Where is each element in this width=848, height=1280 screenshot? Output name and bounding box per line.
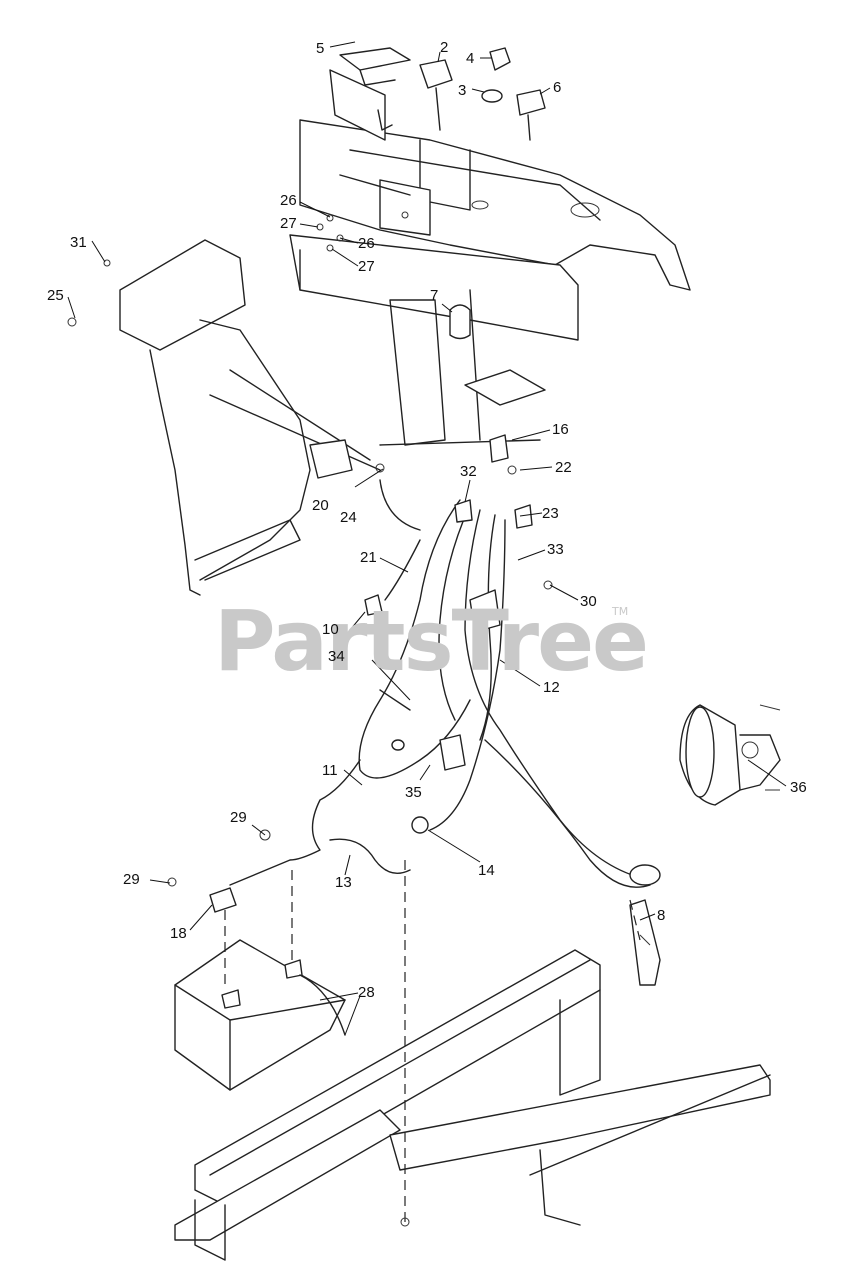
callout-27: 27 [280,215,297,232]
drawing [67,41,787,1261]
callout-32: 32 [460,463,477,480]
callout-8: 8 [657,907,665,924]
callout-29: 29 [230,809,247,826]
callouts: 5 2 4 3 6 26 27 26 27 31 25 7 16 32 22 2… [47,39,807,1001]
callout-23: 23 [542,505,559,522]
callout-5: 5 [316,40,324,57]
callout-20: 20 [312,497,329,514]
callout-22: 22 [555,459,572,476]
callout-25: 25 [47,287,64,304]
chassis-frame [174,949,771,1261]
dash-panel [289,119,691,341]
callout-26: 26 [280,192,297,209]
callout-21: 21 [360,549,377,566]
callout-4: 4 [466,50,474,67]
fastener-8 [629,899,661,986]
callout-14: 14 [478,862,495,879]
callout-36: 36 [790,779,807,796]
callout-35: 35 [405,784,422,801]
callout-28: 28 [358,984,375,1001]
callout-31: 31 [70,234,87,251]
callout-24: 24 [340,509,357,526]
wiring-harness [229,434,661,888]
callout-16: 16 [552,421,569,438]
callout-27-b: 27 [358,258,375,275]
callout-34: 34 [328,648,345,665]
watermark: PartsTree TM [214,592,649,690]
assembly-lines [224,860,641,1227]
watermark-trademark: TM [611,605,628,618]
callout-11: 11 [322,762,338,779]
callout-13: 13 [335,874,352,891]
headlight-detail [679,704,781,806]
callout-29-b: 29 [123,871,140,888]
steering-tower [379,289,546,446]
callout-30: 30 [580,593,597,610]
callout-7: 7 [430,287,438,304]
top-switches [329,47,546,196]
callout-10: 10 [322,621,339,638]
leader-lines [67,41,787,1036]
left-fender [119,239,381,596]
callout-3: 3 [458,82,466,99]
callout-12: 12 [543,679,560,696]
watermark-text: PartsTree [214,592,647,690]
callout-33: 33 [547,541,564,558]
battery [167,829,346,1091]
callout-2: 2 [440,39,448,56]
callout-6: 6 [553,79,561,96]
callout-18: 18 [170,925,187,942]
callout-26-b: 26 [358,235,375,252]
